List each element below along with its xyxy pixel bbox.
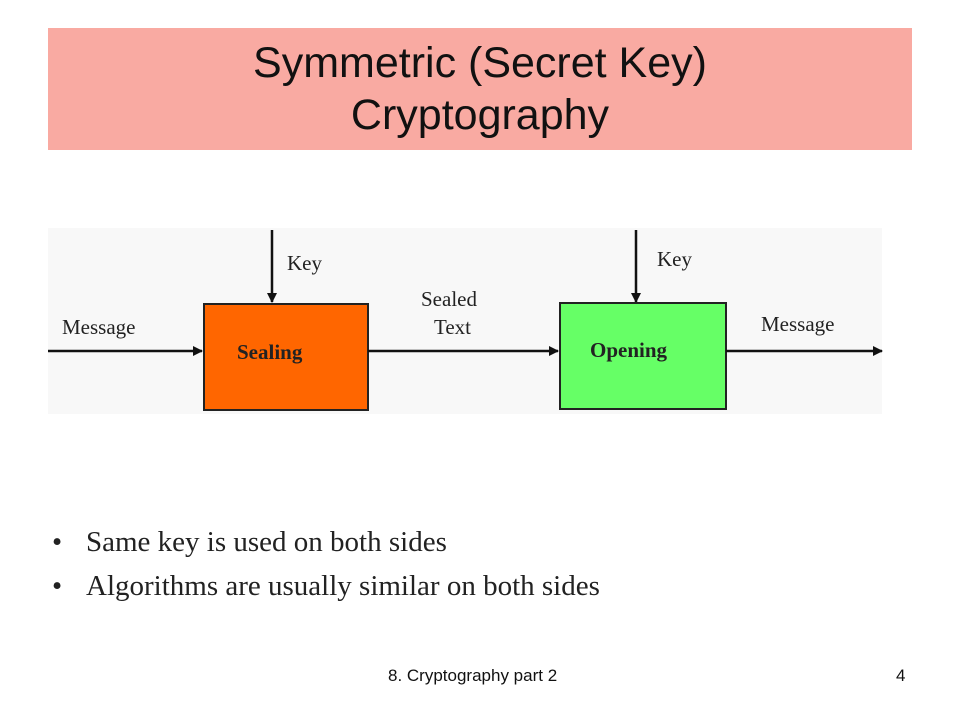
opening-box xyxy=(559,302,727,410)
diagram-panel xyxy=(48,228,882,414)
sealing-box xyxy=(203,303,369,411)
bullet-text: Same key is used on both sides xyxy=(86,526,447,558)
footer-title: 8. Cryptography part 2 xyxy=(388,666,558,685)
page-number: 4 xyxy=(896,666,906,685)
sealed-text-label-line-1: Sealed xyxy=(421,287,477,311)
bullet-text: Algorithms are usually similar on both s… xyxy=(86,570,600,602)
slide-title-line-1: Symmetric (Secret Key) xyxy=(253,39,707,87)
bullet-dot-icon: • xyxy=(52,570,63,602)
sealing-key-label: Key xyxy=(287,251,322,275)
sealing-label: Sealing xyxy=(237,340,303,364)
input-message-label: Message xyxy=(62,315,135,339)
sealed-text-label-line-2: Text xyxy=(434,315,471,339)
output-message-label: Message xyxy=(761,312,834,336)
opening-key-label: Key xyxy=(657,247,692,271)
bullet-item: • Same key is used on both sides xyxy=(52,520,912,564)
slide-title-line-2: Cryptography xyxy=(350,91,610,139)
bullet-item: • Algorithms are usually similar on both… xyxy=(52,564,912,608)
bullet-list: • Same key is used on both sides • Algor… xyxy=(52,520,912,608)
title-band: Symmetric (Secret Key) Cryptography xyxy=(48,28,912,150)
bullet-dot-icon: • xyxy=(52,526,63,558)
opening-label: Opening xyxy=(590,338,668,362)
